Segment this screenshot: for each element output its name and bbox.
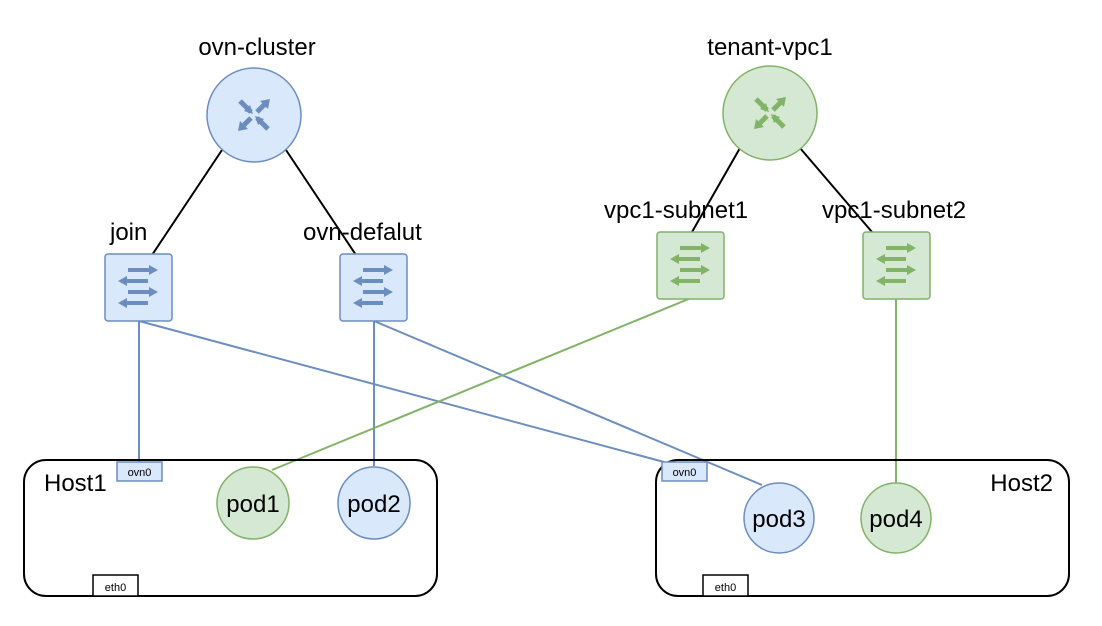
switch-label: ovn-defalut: [303, 219, 422, 246]
nic-eth0[interactable]: eth0: [702, 574, 749, 597]
host-label: Host1: [44, 470, 107, 497]
switch-join[interactable]: join: [104, 219, 173, 322]
nic-label: eth0: [105, 582, 126, 594]
link-tenant-vpc1-subnet2: [799, 147, 873, 233]
router-label: ovn-cluster: [198, 34, 315, 61]
host-label: Host2: [990, 470, 1053, 497]
link-ovn-defalut-pod3: [373, 320, 763, 486]
pod-pod4[interactable]: pod4: [860, 482, 932, 554]
pod-label: pod3: [752, 506, 805, 533]
switch-label: vpc1-subnet2: [822, 197, 966, 224]
switch-vpc1-subnet2[interactable]: vpc1-subnet2: [822, 197, 966, 300]
host-host1[interactable]: Host1 ovn0 eth0: [23, 459, 438, 597]
link-tenant-vpc1-subnet1: [691, 147, 741, 233]
link-ovn-cluster-ovn-defalut: [285, 149, 357, 256]
connections: [138, 147, 897, 486]
switch-label: join: [109, 219, 147, 246]
pod-label: pod1: [226, 491, 279, 518]
pod-label: pod4: [869, 506, 922, 533]
pod-pod2[interactable]: pod2: [337, 466, 411, 540]
host-host2[interactable]: Host2 ovn0 eth0: [655, 459, 1070, 597]
link-subnet1-pod1: [271, 297, 692, 471]
link-join-host2-ovn0: [138, 320, 665, 463]
router-tenant-vpc1[interactable]: tenant-vpc1: [707, 34, 833, 161]
nic-label: eth0: [715, 582, 736, 594]
nic-eth0[interactable]: eth0: [92, 574, 139, 597]
port-label: ovn0: [673, 467, 697, 479]
port-ovn0[interactable]: ovn0: [116, 461, 163, 482]
port-ovn0[interactable]: ovn0: [661, 461, 708, 482]
link-ovn-cluster-join: [151, 149, 223, 256]
switch-label: vpc1-subnet1: [604, 197, 748, 224]
switch-vpc1-subnet1[interactable]: vpc1-subnet1: [604, 197, 748, 300]
pod-pod1[interactable]: pod1: [216, 466, 290, 540]
router-label: tenant-vpc1: [707, 34, 832, 61]
port-label: ovn0: [128, 467, 152, 479]
switch-ovn-defalut[interactable]: ovn-defalut: [303, 219, 422, 322]
pod-pod3[interactable]: pod3: [743, 482, 815, 554]
router-ovn-cluster[interactable]: ovn-cluster: [198, 34, 316, 163]
pod-label: pod2: [347, 491, 400, 518]
